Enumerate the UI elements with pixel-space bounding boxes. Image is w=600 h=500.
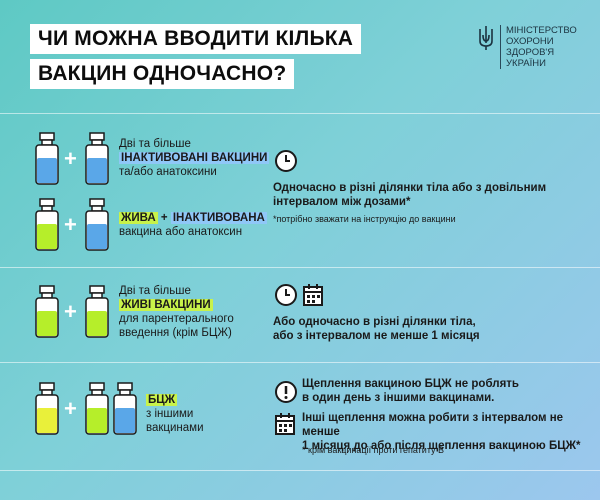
plus-sign: + xyxy=(64,146,77,171)
inactivated-vaccine-vial-icon xyxy=(85,198,109,251)
label-line: з іншими xyxy=(146,408,194,420)
live-vaccine-vial-icon xyxy=(35,198,59,251)
label-line: введення (крім БЦЖ) xyxy=(119,327,232,339)
page-title-line-1: ЧИ МОЖНА ВВОДИТИ КІЛЬКА xyxy=(30,24,362,54)
section1-row2-label: ЖИВА + ІНАКТИВОВАНА вакцина або анатокси… xyxy=(119,211,267,239)
section3-label: БЦЖ з іншими вакцинами xyxy=(146,393,204,435)
ministry-name: Міністерство охорони здоров'я України xyxy=(500,25,577,69)
live-vaccine-vial-icon xyxy=(85,382,109,435)
answer-line: в один день з іншими вакцинами. xyxy=(302,392,495,404)
answer-line: 1 місяця до або після щеплення вакциною … xyxy=(302,440,581,452)
clock-icon xyxy=(275,150,297,172)
page-title-line-2: ВАКЦИН ОДНОЧАСНО? xyxy=(30,59,295,89)
live-highlight: ЖИВА xyxy=(119,212,158,224)
label-line: Дві та більше xyxy=(119,138,191,150)
bcg-highlight: БЦЖ xyxy=(146,394,178,406)
label-line: Дві та більше xyxy=(119,285,191,297)
section2-label: Дві та більше ЖИВІ ВАКЦИНИ для парентера… xyxy=(119,284,234,340)
answer-line: інтервалом між дозами* xyxy=(273,196,411,208)
divider xyxy=(0,113,600,114)
trident-icon xyxy=(479,26,493,50)
section3-answer-2: Інші щеплення можна робити з інтервалом … xyxy=(302,411,600,453)
plus-sign: + xyxy=(64,212,77,237)
answer-line: або з інтервалом не менше 1 місяця xyxy=(273,330,480,342)
plus-text: + xyxy=(160,212,168,224)
inactivated-vaccines-highlight: ІНАКТИВОВАНІ ВАКЦИНИ xyxy=(119,152,270,164)
live-vaccine-vial-icon xyxy=(35,285,59,338)
calendar-icon xyxy=(275,413,295,435)
section1-footnote: *потрібно зважати на інструкцію до вакци… xyxy=(273,214,456,224)
live-vaccine-vial-icon xyxy=(85,285,109,338)
section2-answer: Або одночасно в різні ділянки тіла, або … xyxy=(273,315,480,343)
answer-line: Щеплення вакциною БЦЖ не роблять xyxy=(302,378,519,390)
section3-answer-1: Щеплення вакциною БЦЖ не роблять в один … xyxy=(302,377,519,405)
section1-row1-label: Дві та більше ІНАКТИВОВАНІ ВАКЦИНИ та/аб… xyxy=(119,137,270,179)
answer-line: Інші щеплення можна робити з інтервалом … xyxy=(302,412,564,438)
plus-sign: + xyxy=(64,396,77,421)
label-line: вакцинами xyxy=(146,422,204,434)
ministry-line-2: охорони xyxy=(506,36,554,47)
label-line: вакцина або анатоксин xyxy=(119,226,243,238)
inactivated-vaccine-vial-icon xyxy=(113,382,137,435)
ministry-line-1: Міністерство xyxy=(506,25,577,36)
divider xyxy=(0,362,600,363)
warning-icon xyxy=(275,381,297,403)
divider xyxy=(0,267,600,268)
plus-sign: + xyxy=(64,299,77,324)
section1-answer: Одночасно в різні ділянки тіла або з дов… xyxy=(273,181,546,209)
section3-footnote: * крім вакцинації проти гепатиту В xyxy=(302,445,445,455)
clock-icon xyxy=(275,284,297,306)
ministry-line-3: здоров'я xyxy=(506,47,555,58)
inactivated-highlight: ІНАКТИВОВАНА xyxy=(170,212,267,224)
inactivated-vaccine-vial-icon xyxy=(35,132,59,185)
bcg-vaccine-vial-icon xyxy=(35,382,59,435)
live-vaccines-highlight: ЖИВІ ВАКЦИНИ xyxy=(119,299,213,311)
ministry-logo: Міністерство охорони здоров'я України xyxy=(478,25,577,69)
answer-line: Одночасно в різні ділянки тіла або з дов… xyxy=(273,182,547,194)
calendar-icon xyxy=(303,284,323,306)
label-line: для парентерального xyxy=(119,313,234,325)
inactivated-vaccine-vial-icon xyxy=(85,132,109,185)
divider xyxy=(0,470,600,471)
label-line: та/або анатоксини xyxy=(119,166,217,178)
ministry-line-4: України xyxy=(506,58,546,69)
answer-line: Або одночасно в різні ділянки тіла, xyxy=(273,316,476,328)
